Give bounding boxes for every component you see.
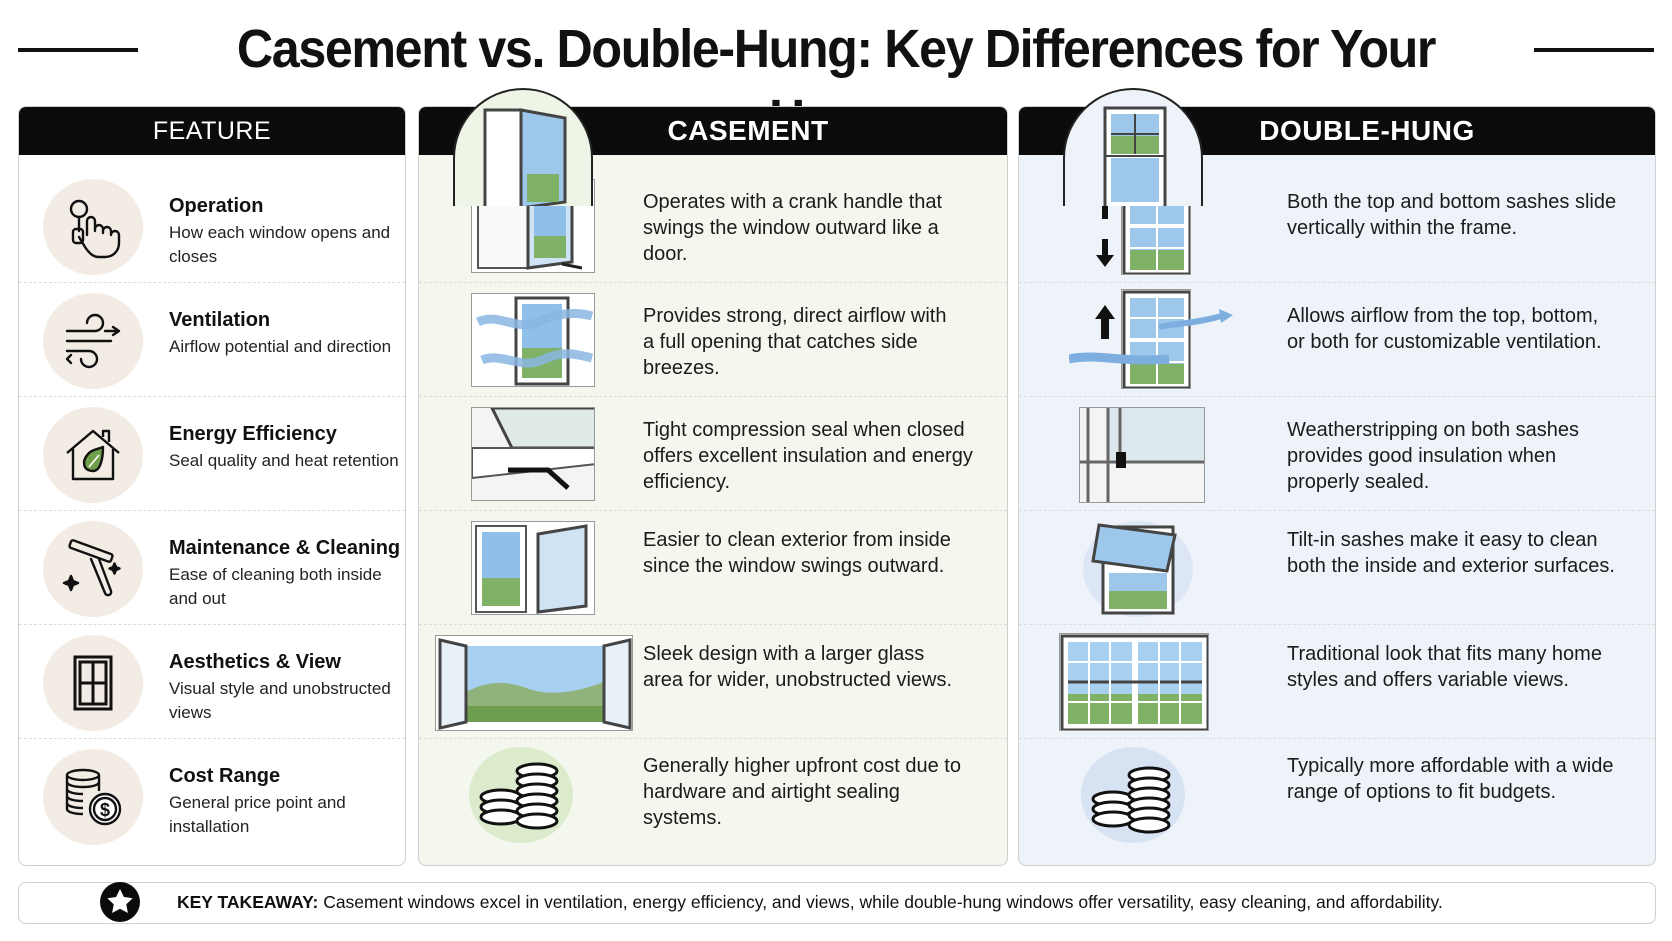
feature-title: Aesthetics & View xyxy=(169,651,341,673)
feature-title: Operation xyxy=(169,195,264,217)
casement-desc: Tight compression seal when closed offer… xyxy=(643,419,973,493)
double-hung-header-illustration xyxy=(1063,88,1203,206)
double-hung-header-label: DOUBLE-HUNG xyxy=(1259,115,1475,146)
double-hung-desc: Both the top and bottom sashes slide ver… xyxy=(1287,191,1617,239)
dh-tilt-illustration xyxy=(1083,521,1193,617)
wind-icon xyxy=(43,293,143,389)
key-takeaway-body: Casement windows excel in ventilation, e… xyxy=(318,892,1443,912)
feature-desc: Visual style and unobstructed views xyxy=(169,679,391,722)
feature-title: Maintenance & Cleaning xyxy=(169,537,401,559)
dh-view-illustration xyxy=(1059,633,1209,731)
casement-desc: Easier to clean exterior from inside sin… xyxy=(643,529,951,577)
squeegee-icon xyxy=(43,521,143,617)
dh-airflow-illustration xyxy=(1121,289,1191,389)
casement-view-illustration xyxy=(435,635,633,731)
casement-header-label: CASEMENT xyxy=(667,115,829,146)
feature-row-aesthetics: Aesthetics & View Visual style and unobs… xyxy=(19,625,405,739)
casement-row-cost: Generally higher upfront cost due to har… xyxy=(419,739,1007,853)
feature-desc: General price point and installation xyxy=(169,793,346,836)
casement-column: CASEMENT Operates with a crank handle th… xyxy=(418,106,1008,866)
window-pane-icon xyxy=(43,635,143,731)
eco-house-icon xyxy=(43,407,143,503)
airflow-arrows-icon xyxy=(1069,309,1233,365)
feature-column: FEATURE Operation How each window opens … xyxy=(18,106,406,866)
feature-column-header: FEATURE xyxy=(19,107,405,155)
double-hung-column: DOUBLE-HUNG Both the top and bottom sash… xyxy=(1018,106,1656,866)
coins-stack-icon xyxy=(469,747,573,843)
casement-desc: Sleek design with a larger glass area fo… xyxy=(643,643,953,691)
feature-row-ventilation: Ventilation Airflow potential and direct… xyxy=(19,283,405,397)
dh-weatherstrip-illustration xyxy=(1079,407,1205,503)
key-takeaway-label: KEY TAKEAWAY: xyxy=(177,892,319,912)
double-hung-desc: Tilt-in sashes make it easy to clean bot… xyxy=(1287,529,1615,577)
dh-row-maintenance: Tilt-in sashes make it easy to clean bot… xyxy=(1019,511,1655,625)
casement-airflow-illustration xyxy=(471,293,595,387)
dh-row-aesthetics: Traditional look that fits many home sty… xyxy=(1019,625,1655,739)
double-hung-desc: Typically more affordable with a wide ra… xyxy=(1287,755,1614,803)
hand-crank-icon xyxy=(43,179,143,275)
star-icon xyxy=(100,882,140,922)
casement-desc: Operates with a crank handle that swings… xyxy=(643,191,943,265)
casement-desc: Provides strong, direct airflow with a f… xyxy=(643,305,947,379)
casement-row-aesthetics: Sleek design with a larger glass area fo… xyxy=(419,625,1007,739)
title-rule-right xyxy=(1534,48,1654,52)
double-hung-desc: Weatherstripping on both sashes provides… xyxy=(1287,419,1580,493)
casement-row-ventilation: Provides strong, direct airflow with a f… xyxy=(419,283,1007,397)
casement-header-illustration xyxy=(453,88,593,206)
feature-title: Cost Range xyxy=(169,765,281,787)
title-rule-left xyxy=(18,48,138,52)
casement-cleaning-illustration xyxy=(471,521,595,615)
dh-row-energy: Weatherstripping on both sashes provides… xyxy=(1019,397,1655,511)
feature-desc: Seal quality and heat retention xyxy=(169,451,399,470)
coins-stack-icon xyxy=(1081,747,1185,843)
feature-row-cost: $ Cost Range General price point and ins… xyxy=(19,739,405,853)
dh-row-ventilation: Allows airflow from the top, bottom, or … xyxy=(1019,283,1655,397)
feature-row-energy: Energy Efficiency Seal quality and heat … xyxy=(19,397,405,511)
casement-desc: Generally higher upfront cost due to har… xyxy=(643,755,961,829)
feature-desc: Airflow potential and direction xyxy=(169,337,392,356)
feature-title: Energy Efficiency xyxy=(169,423,337,445)
key-takeaway-text: KEY TAKEAWAY: Casement windows excel in … xyxy=(177,892,1443,913)
casement-row-maintenance: Easier to clean exterior from inside sin… xyxy=(419,511,1007,625)
key-takeaway-banner xyxy=(18,882,1656,924)
feature-row-maintenance: Maintenance & Cleaning Ease of cleaning … xyxy=(19,511,405,625)
dh-row-cost: Typically more affordable with a wide ra… xyxy=(1019,739,1655,853)
double-hung-desc: Allows airflow from the top, bottom, or … xyxy=(1287,305,1602,353)
feature-row-operation: Operation How each window opens and clos… xyxy=(19,169,405,283)
svg-text:$: $ xyxy=(100,800,110,820)
casement-row-energy: Tight compression seal when closed offer… xyxy=(419,397,1007,511)
casement-seal-illustration xyxy=(471,407,595,501)
coins-icon: $ xyxy=(43,749,143,845)
up-arrow-icon xyxy=(1095,305,1115,339)
feature-desc: How each window opens and closes xyxy=(169,223,391,266)
feature-title: Ventilation xyxy=(169,309,271,331)
feature-desc: Ease of cleaning both inside and out xyxy=(169,565,382,608)
double-hung-desc: Traditional look that fits many home sty… xyxy=(1287,643,1602,691)
title-bar: Casement vs. Double-Hung: Key Difference… xyxy=(0,0,1672,149)
